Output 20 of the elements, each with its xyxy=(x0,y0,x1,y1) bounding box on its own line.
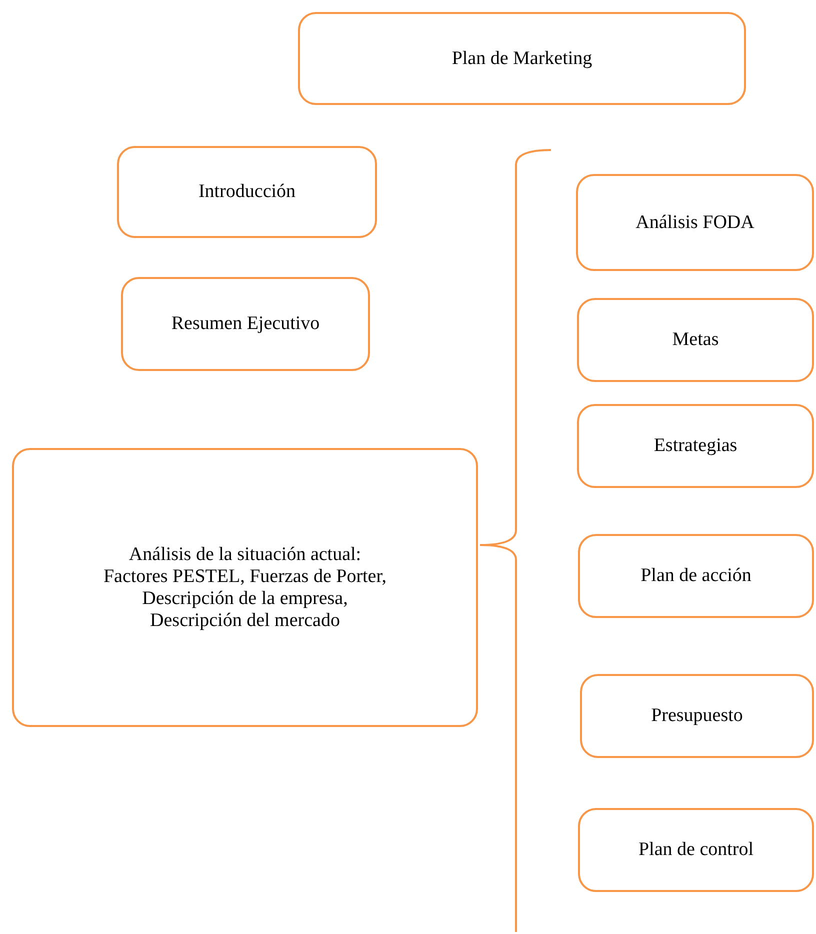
box-label: Introducción xyxy=(198,181,296,203)
box-label: Análisis FODA xyxy=(636,212,754,234)
process-box xyxy=(577,404,814,488)
box-label: Presupuesto xyxy=(651,705,743,727)
box-label: Estrategias xyxy=(654,435,738,457)
process-box xyxy=(578,808,814,892)
process-box xyxy=(298,12,746,105)
process-box xyxy=(576,174,814,271)
box-label: Plan de control xyxy=(638,839,754,861)
process-box xyxy=(12,448,478,727)
process-box xyxy=(578,534,814,618)
box-label: Plan de Marketing xyxy=(452,48,592,70)
box-label: Plan de acción xyxy=(640,565,752,587)
process-box xyxy=(580,674,814,758)
process-box xyxy=(121,277,370,371)
process-box xyxy=(117,146,377,238)
process-box xyxy=(577,298,814,382)
box-label: Metas xyxy=(672,329,719,351)
box-label: Resumen Ejecutivo xyxy=(171,313,320,335)
box-label: Análisis de la situación actual: Factores PESTEL, Fuerzas de Porter, Descripción de la empresa, Descripción del mercado xyxy=(102,544,388,632)
